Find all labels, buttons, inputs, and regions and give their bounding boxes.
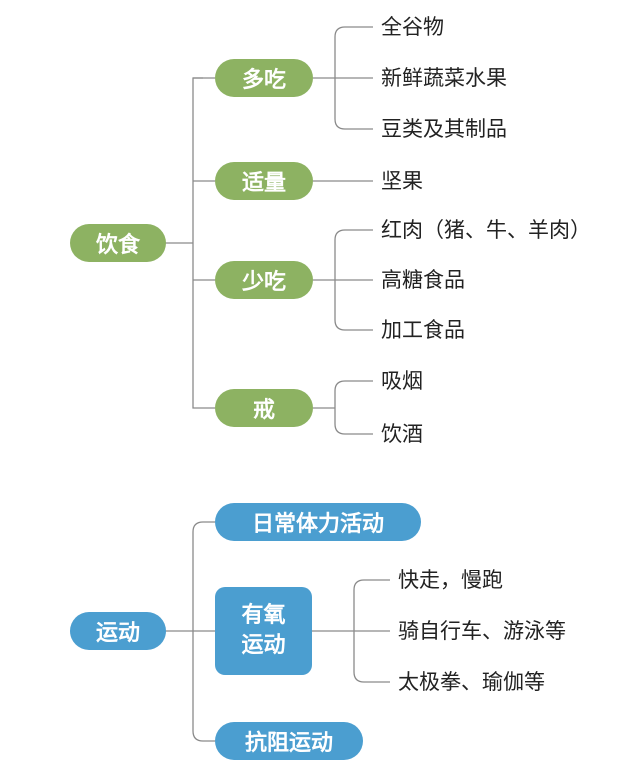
diet-group-eat-more: 多吃 — [215, 59, 313, 97]
diet-group-moderate: 适量 — [215, 162, 313, 200]
exercise-group-resistance: 抗阻运动 — [215, 722, 363, 760]
exercise-group-daily-activity: 日常体力活动 — [215, 503, 421, 541]
aerobic-label-line-2: 运动 — [241, 633, 286, 658]
diet-item-fresh-produce: 新鲜蔬菜水果 — [381, 66, 507, 90]
diet-root-node: 饮食 — [70, 224, 166, 262]
diet-item-smoking: 吸烟 — [381, 369, 423, 393]
diet-group-eat-less: 少吃 — [215, 261, 313, 299]
diet-item-legumes: 豆类及其制品 — [381, 117, 507, 141]
diet-item-processed: 加工食品 — [381, 318, 465, 342]
exercise-root-node: 运动 — [70, 612, 166, 650]
diet-item-nuts: 坚果 — [381, 169, 423, 193]
exercise-group-aerobic: 有氧 运动 — [215, 587, 312, 675]
diet-item-drinking: 饮酒 — [381, 422, 423, 446]
aerobic-label-line-1: 有氧 — [241, 603, 286, 628]
diet-group-quit: 戒 — [215, 389, 313, 427]
diet-item-high-sugar: 高糖食品 — [381, 268, 465, 292]
exercise-item-taichi-yoga: 太极拳、瑜伽等 — [398, 670, 545, 694]
exercise-item-cycle-swim: 骑自行车、游泳等 — [398, 619, 566, 643]
diet-item-whole-grains: 全谷物 — [381, 15, 444, 39]
exercise-item-walk-jog: 快走，慢跑 — [398, 568, 503, 592]
diet-item-red-meat: 红肉（猪、牛、羊肉） — [381, 218, 591, 242]
